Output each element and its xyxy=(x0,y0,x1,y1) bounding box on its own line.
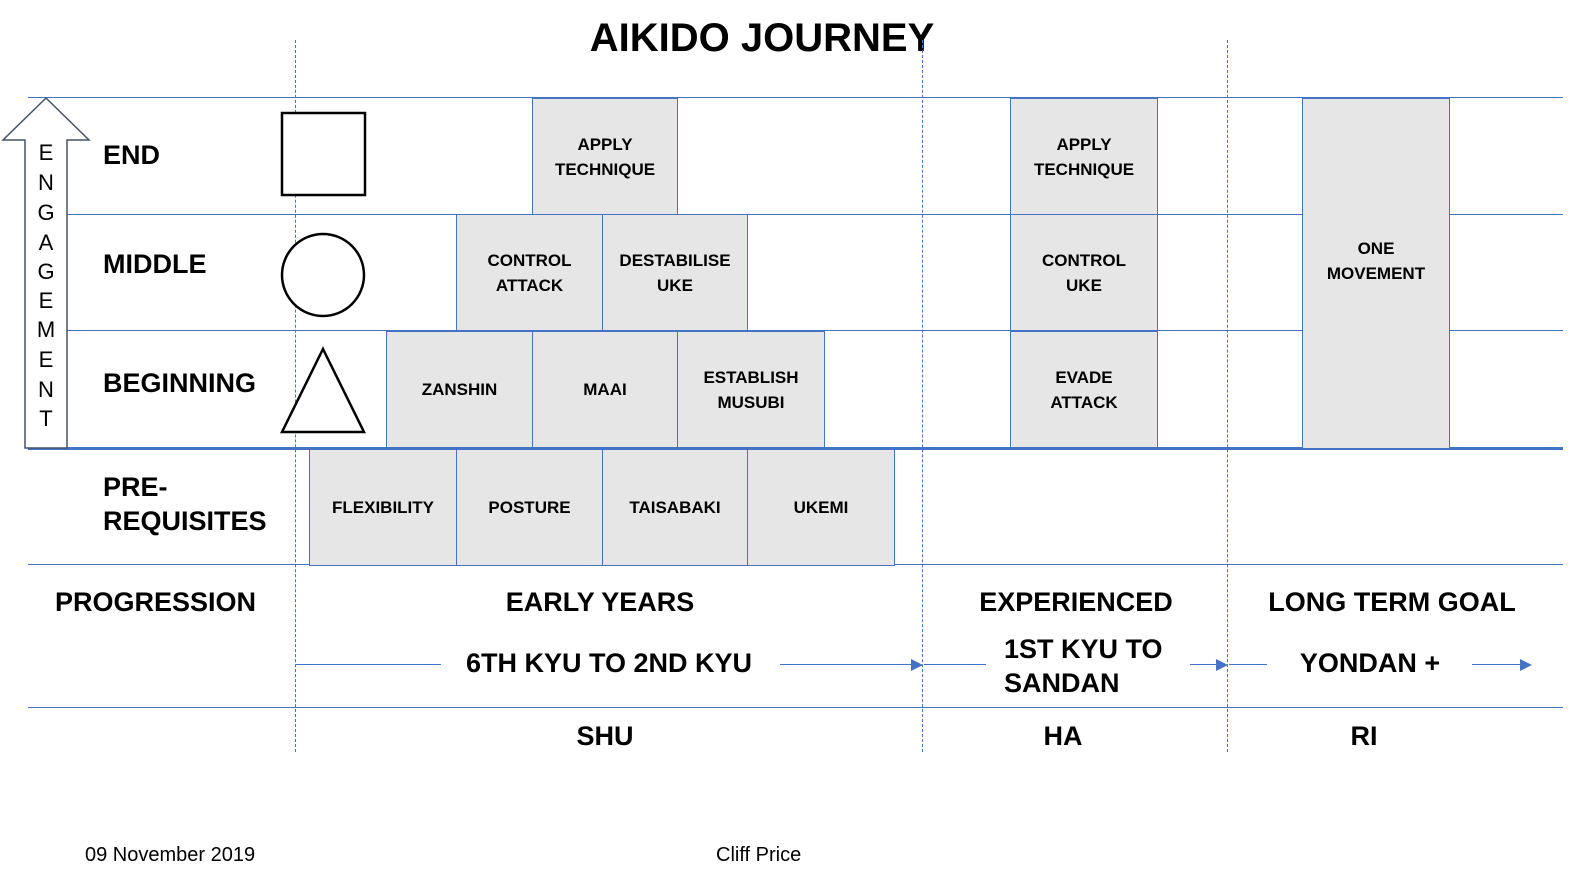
box-label: MAAI xyxy=(583,380,627,399)
box-label: UKEMI xyxy=(793,498,849,517)
engagement-arrow xyxy=(1,96,91,449)
row-label-prerequisites: PRE- REQUISITES xyxy=(103,472,267,536)
engagement-letter: E xyxy=(38,288,54,313)
box-label: APPLY TECHNIQUE xyxy=(554,134,656,179)
box-label: ESTABLISH MUSUBI xyxy=(703,367,799,412)
box-label: DESTABILISE UKE xyxy=(619,250,731,295)
box-label: ONE MOVEMENT xyxy=(1326,238,1426,283)
engagement-letter: G xyxy=(37,200,55,225)
row-line-end-middle xyxy=(28,214,1563,215)
box-control-uke: CONTROL UKE xyxy=(1010,214,1158,331)
progression-arrow-line xyxy=(1472,664,1522,665)
box-label: POSTURE xyxy=(488,498,571,517)
engagement-letter: T xyxy=(39,406,53,431)
engagement-letter: A xyxy=(38,230,54,255)
phase-divider-start xyxy=(295,40,296,752)
box-label: FLEXIBILITY xyxy=(332,498,434,517)
box-label: CONTROL UKE xyxy=(1041,250,1127,295)
row-line-middle-beginning xyxy=(28,330,1563,331)
stage-ha: HA xyxy=(1043,721,1083,751)
square-icon xyxy=(280,111,367,197)
triangle-icon xyxy=(280,346,367,434)
box-evade-attack: EVADE ATTACK xyxy=(1010,331,1158,448)
stage-shu: SHU xyxy=(576,721,634,751)
arrow-head-icon xyxy=(1216,659,1228,671)
footer-date: 09 November 2019 xyxy=(85,844,256,866)
engagement-letter: N xyxy=(38,170,54,195)
progression-arrow-line xyxy=(296,664,441,665)
box-control-attack: CONTROL ATTACK xyxy=(456,214,603,331)
box-label: CONTROL ATTACK xyxy=(487,250,572,295)
engagement-letter: E xyxy=(38,347,54,372)
stage-ri: RI xyxy=(1350,721,1378,751)
phase-long-term-goal: LONG TERM GOAL xyxy=(1268,587,1516,617)
box-apply-technique-experienced: APPLY TECHNIQUE xyxy=(1010,98,1158,215)
diagram-title: AIKIDO JOURNEY xyxy=(589,16,935,60)
progression-arrow-line xyxy=(1229,664,1267,665)
footer-author: Cliff Price xyxy=(716,844,802,866)
engagement-letter: G xyxy=(37,259,55,284)
box-zanshin: ZANSHIN xyxy=(386,331,533,448)
box-label: EVADE ATTACK xyxy=(1050,367,1118,412)
box-posture: POSTURE xyxy=(456,449,603,566)
box-apply-technique-early: APPLY TECHNIQUE xyxy=(532,98,678,215)
box-establish-musubi: ESTABLISH MUSUBI xyxy=(677,331,825,448)
phase-experienced: EXPERIENCED xyxy=(979,587,1173,617)
row-line-top xyxy=(28,97,1563,98)
progression-arrow-line xyxy=(1190,664,1218,665)
row-label-progression: PROGRESSION xyxy=(55,587,257,617)
rank-range-experienced: 1ST KYU TO SANDAN xyxy=(1004,634,1163,698)
phase-divider-shu-ha xyxy=(922,40,923,752)
box-flexibility: FLEXIBILITY xyxy=(309,449,457,566)
box-taisabaki: TAISABAKI xyxy=(602,449,748,566)
engagement-letter: M xyxy=(36,317,56,342)
box-label: APPLY TECHNIQUE xyxy=(1033,134,1135,179)
engagement-letter: N xyxy=(38,377,54,402)
engagement-letter: E xyxy=(38,140,54,165)
circle-icon xyxy=(280,232,366,318)
phase-early-years: EARLY YEARS xyxy=(505,587,695,617)
box-label: TAISABAKI xyxy=(629,498,721,517)
row-label-beginning: BEGINNING xyxy=(103,368,257,398)
box-one-movement: ONE MOVEMENT xyxy=(1302,98,1450,449)
box-label: ZANSHIN xyxy=(421,380,498,399)
box-destabilise-uke: DESTABILISE UKE xyxy=(602,214,748,331)
arrow-head-icon xyxy=(911,659,923,671)
rank-range-long-term: YONDAN + xyxy=(1299,648,1441,678)
row-line-beginning-base xyxy=(28,447,1563,450)
box-maai: MAAI xyxy=(532,331,678,448)
progression-arrow-line xyxy=(924,664,986,665)
phase-divider-ha-ri xyxy=(1227,40,1228,752)
arrow-head-icon xyxy=(1520,659,1532,671)
progression-arrow-line xyxy=(780,664,912,665)
row-label-end: END xyxy=(103,140,161,170)
row-label-middle: MIDDLE xyxy=(103,249,207,279)
rank-range-early: 6TH KYU TO 2ND KYU xyxy=(465,648,753,678)
box-ukemi: UKEMI xyxy=(747,449,895,566)
row-line-progression-base xyxy=(28,707,1563,708)
